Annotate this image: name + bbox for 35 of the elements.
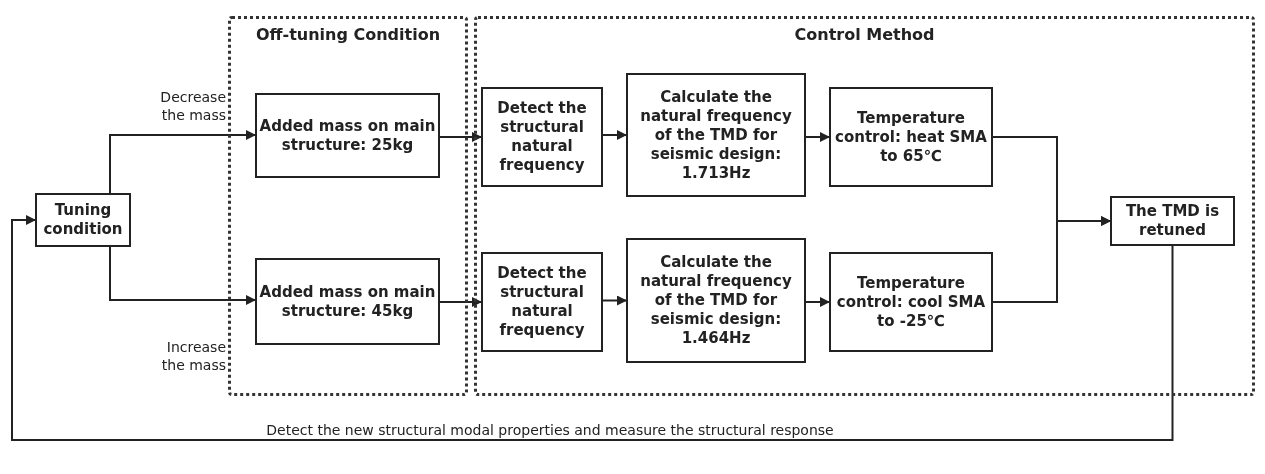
box-label: Tuning condition bbox=[42, 201, 124, 239]
dotted-group-frame bbox=[474, 16, 1255, 396]
arrow bbox=[439, 132, 482, 142]
process-box bbox=[626, 238, 806, 363]
box-label: Detect the structural natural frequency bbox=[496, 264, 588, 340]
arrow bbox=[11, 215, 1174, 441]
arrow bbox=[109, 130, 256, 194]
box-label: Temperature control: heat SMA to 65℃ bbox=[834, 108, 988, 166]
arrow bbox=[109, 246, 256, 305]
process-box bbox=[1110, 196, 1235, 246]
group-title: Control Method bbox=[794, 25, 935, 44]
process-box bbox=[829, 252, 993, 352]
box-label: Calculate the natural frequency of the TMD for seismic design: 1.713Hz bbox=[639, 87, 793, 183]
process-box bbox=[481, 87, 603, 187]
dotted-group-frame bbox=[228, 16, 468, 396]
arrow bbox=[805, 132, 830, 142]
process-box bbox=[35, 193, 131, 247]
box-label: Added mass on main structure: 25kg bbox=[259, 116, 436, 155]
box-label: Temperature control: cool SMA to -25℃ bbox=[835, 273, 987, 331]
process-box bbox=[626, 73, 806, 197]
arrow bbox=[439, 297, 482, 307]
arrow bbox=[602, 295, 627, 306]
box-label: Added mass on main structure: 45kg bbox=[259, 282, 436, 321]
arrow bbox=[602, 130, 627, 140]
box-label: The TMD is retuned bbox=[1124, 202, 1221, 240]
box-label: Detect the structural natural frequency bbox=[496, 99, 588, 175]
group-title: Off-tuning Condition bbox=[255, 25, 441, 44]
process-box bbox=[255, 258, 440, 345]
process-box bbox=[829, 87, 993, 187]
arrow bbox=[992, 216, 1111, 303]
process-box bbox=[255, 93, 440, 178]
process-box bbox=[481, 252, 603, 352]
edge-label: Detect the new structural modal properties and measure the structural response bbox=[266, 421, 834, 439]
box-label: Calculate the natural frequency of the TMD for seismic design: 1.464Hz bbox=[639, 253, 793, 348]
arrow bbox=[805, 297, 830, 307]
